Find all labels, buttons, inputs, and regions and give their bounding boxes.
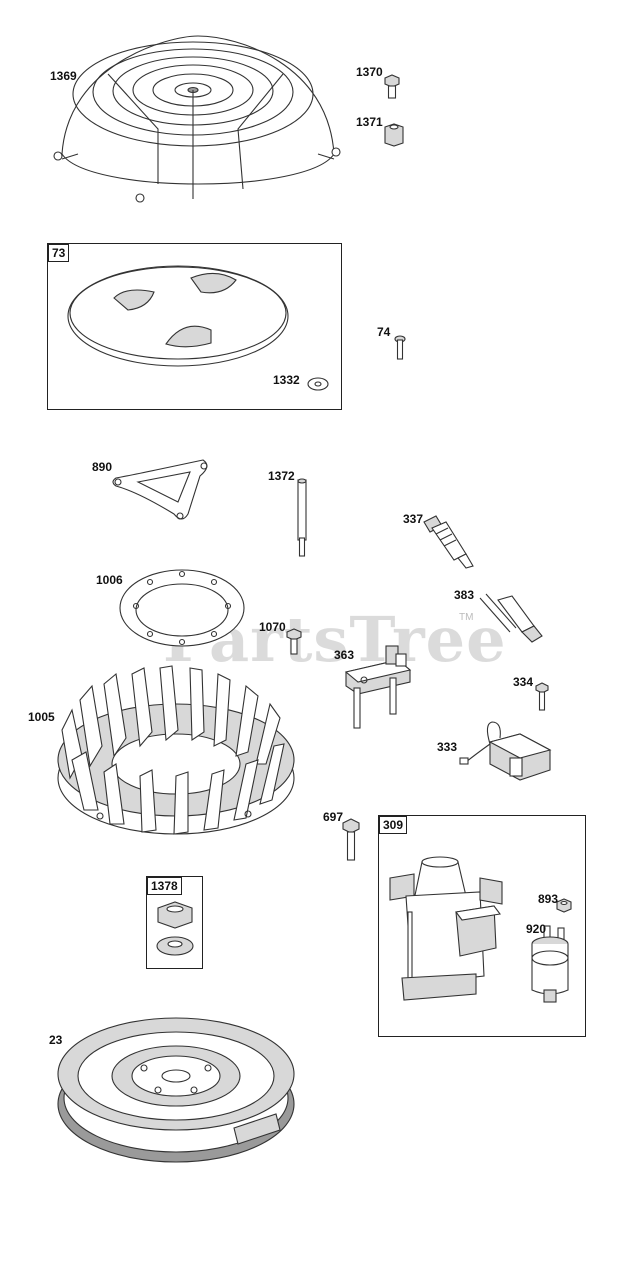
- part-label-1005: 1005: [28, 710, 55, 724]
- part-label-309: 309: [379, 816, 408, 834]
- part-label-1332: 1332: [273, 373, 300, 387]
- bolt-697[interactable]: [341, 818, 361, 862]
- group-frame-73: [47, 243, 342, 410]
- part-label-333: 333: [437, 740, 458, 754]
- part-label-1378: 1378: [147, 877, 182, 895]
- sensor-383[interactable]: [476, 592, 546, 644]
- group-frame-309: [378, 815, 586, 1037]
- nut-893[interactable]: [555, 898, 573, 914]
- solenoid-920[interactable]: [524, 924, 576, 1004]
- part-label-1070: 1070: [259, 620, 286, 634]
- part-label-890: 890: [92, 460, 113, 474]
- part-label-363: 363: [334, 648, 355, 662]
- part-label-1371: 1371: [356, 115, 383, 129]
- part-label-920: 920: [526, 922, 547, 936]
- part-label-697: 697: [323, 810, 344, 824]
- part-label-1369: 1369: [50, 69, 77, 83]
- nut-washer-1378[interactable]: [152, 898, 198, 964]
- bracket-890[interactable]: [108, 452, 218, 524]
- bolt-1070[interactable]: [285, 628, 303, 656]
- spark-plug-337[interactable]: [418, 510, 478, 570]
- nut-1371[interactable]: [381, 122, 407, 148]
- stud-1372[interactable]: [294, 478, 310, 558]
- group-frame-1378: [146, 876, 203, 969]
- watermark-trademark: TM: [459, 612, 474, 623]
- part-label-383: 383: [454, 588, 475, 602]
- ignition-coil-333[interactable]: [456, 718, 556, 784]
- part-label-74: 74: [377, 325, 391, 339]
- flywheel-fan-1005[interactable]: [52, 660, 300, 840]
- fan-grille-1369[interactable]: [48, 34, 348, 209]
- bracket-assembly-363[interactable]: [340, 642, 418, 734]
- starter-motor-309[interactable]: [384, 856, 514, 1006]
- bolt-1370[interactable]: [382, 74, 402, 100]
- cover-plate-73[interactable]: [66, 258, 296, 368]
- screw-74[interactable]: [393, 335, 407, 361]
- gasket-ring-1006[interactable]: [116, 566, 248, 650]
- part-label-23: 23: [49, 1033, 63, 1047]
- screw-334[interactable]: [534, 682, 550, 712]
- part-label-893: 893: [538, 892, 559, 906]
- washer-1332[interactable]: [306, 376, 330, 392]
- part-label-73: 73: [48, 244, 70, 262]
- part-label-337: 337: [403, 512, 424, 526]
- part-label-1372: 1372: [268, 469, 295, 483]
- flywheel-23[interactable]: [54, 1004, 300, 1166]
- part-label-334: 334: [513, 675, 534, 689]
- part-label-1006: 1006: [96, 573, 123, 587]
- part-label-1370: 1370: [356, 65, 383, 79]
